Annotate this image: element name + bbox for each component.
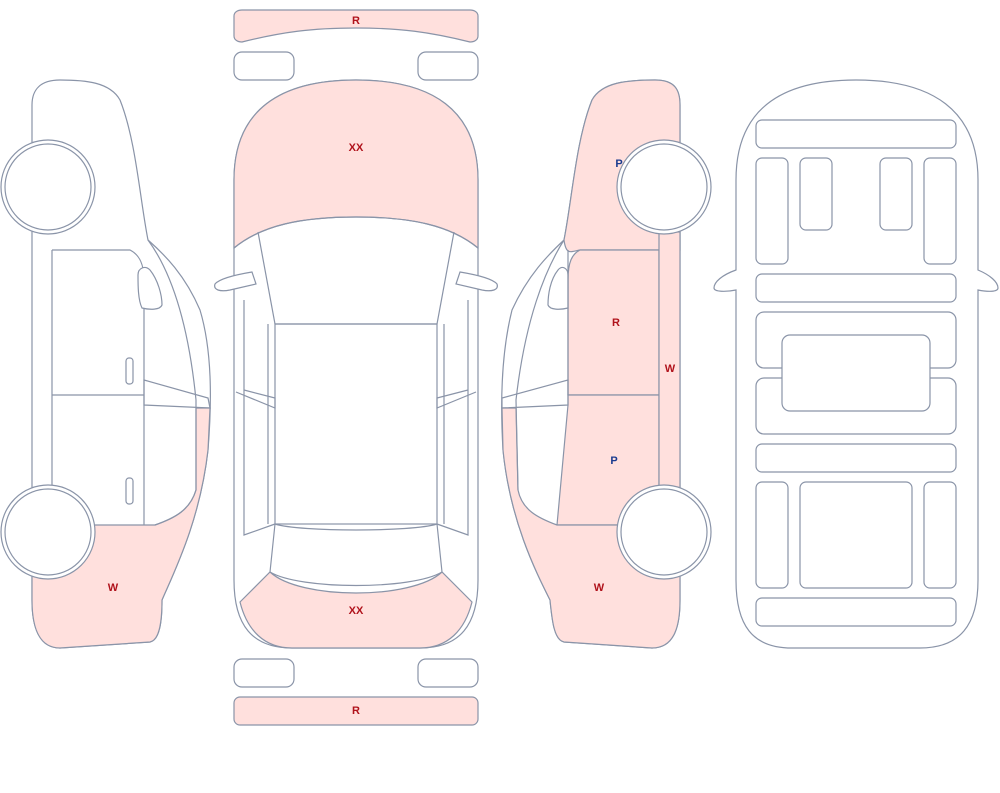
rear-window [269, 523, 443, 587]
top-right-mirror[interactable] [455, 271, 498, 292]
label-hood: XX [349, 142, 364, 154]
under-panel-left-mount[interactable] [799, 157, 833, 231]
roof-panel[interactable] [274, 323, 438, 525]
top-view: R XX XX R [214, 9, 498, 726]
right-front-wheel[interactable] [620, 143, 708, 231]
right-mirror[interactable] [501, 379, 569, 409]
rear-window-top [274, 523, 438, 531]
left-mirror-cap[interactable] [137, 266, 163, 310]
left-mirror[interactable] [143, 379, 211, 409]
under-panel-crossmember-2[interactable] [755, 443, 957, 473]
top-left-mirror[interactable] [214, 271, 257, 292]
right-side-view: P R W P W [501, 79, 712, 649]
label-right-front-door: R [612, 317, 620, 329]
label-rear-bumper: R [352, 15, 360, 27]
front-left-light[interactable] [233, 658, 295, 688]
under-panel-rear-left-rail[interactable] [755, 481, 789, 589]
label-front-bumper: R [352, 705, 360, 717]
rear-left-light[interactable] [233, 51, 295, 81]
left-a-pillar-line [147, 239, 197, 526]
right-mirror-cap[interactable] [547, 266, 569, 310]
label-trunk: XX [349, 605, 364, 617]
right-rocker[interactable] [658, 231, 681, 526]
front-bumper-strip[interactable] [233, 696, 479, 726]
under-panel-rear-bar[interactable] [755, 597, 957, 627]
under-panel-spare-well[interactable] [799, 481, 913, 589]
right-a-pillar-line [515, 239, 565, 491]
left-door-seam [235, 389, 276, 409]
rear-right-light[interactable] [417, 51, 479, 81]
under-panel-right-mount[interactable] [879, 157, 913, 231]
left-rear-handle[interactable] [125, 477, 134, 505]
left-side-window [243, 300, 276, 536]
trunk-panel[interactable] [239, 571, 473, 649]
label-left-rear-quarter: W [108, 582, 119, 594]
rear-bumper-strip[interactable] [233, 9, 479, 43]
under-panel-left-rail[interactable] [755, 157, 789, 265]
left-rear-wheel[interactable] [4, 488, 92, 576]
right-door-seam [436, 389, 477, 409]
label-right-front-fender: P [615, 158, 622, 170]
left-front-handle[interactable] [125, 357, 134, 385]
right-side-window [436, 300, 469, 536]
left-side-view: W [0, 79, 211, 649]
left-front-wheel[interactable] [4, 143, 92, 231]
under-panel-rear-right-rail[interactable] [923, 481, 957, 589]
underbody-view [713, 79, 999, 649]
label-right-rear-quarter: W [594, 582, 605, 594]
under-panel-right-rail[interactable] [923, 157, 957, 265]
label-right-rear-door: P [610, 455, 617, 467]
front-right-light[interactable] [417, 658, 479, 688]
under-panel-front-bar[interactable] [755, 119, 957, 149]
right-rear-quarter-panel[interactable] [501, 407, 681, 649]
under-panel-crossmember-1[interactable] [755, 273, 957, 303]
under-panel-tunnel[interactable] [781, 334, 931, 412]
right-rear-wheel[interactable] [620, 488, 708, 576]
windshield-top [233, 216, 479, 249]
label-right-rocker: W [665, 363, 676, 375]
